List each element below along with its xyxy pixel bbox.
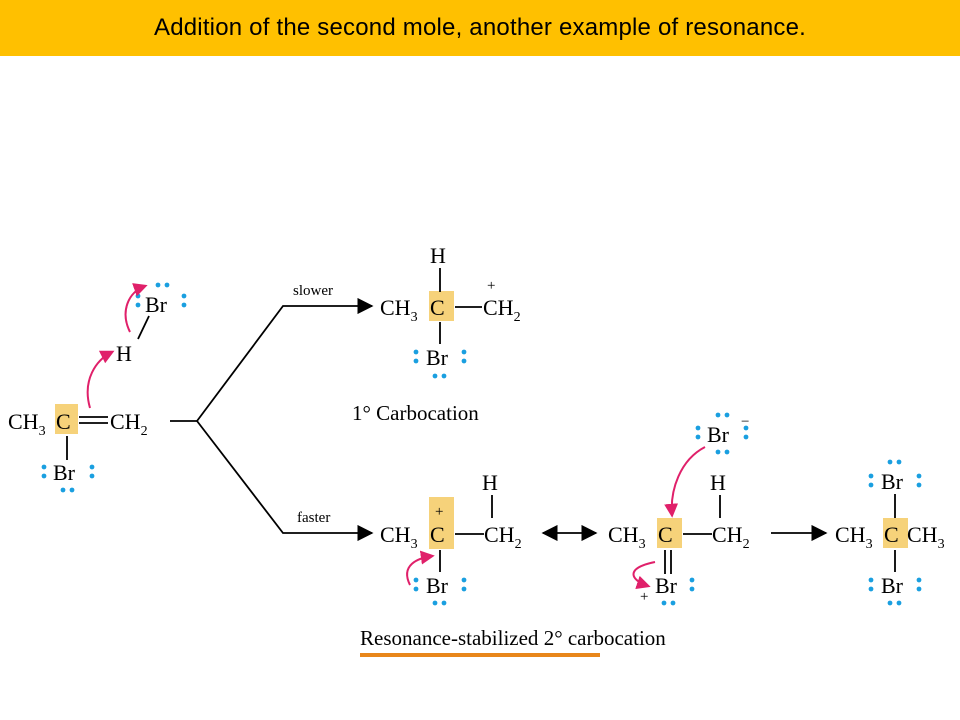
secondary-carbocation-a: + CH3 C H CH2 Br [380,470,522,606]
slide-title: Addition of the second mole, another exa… [153,14,806,41]
hbr-bromine: Br [145,292,168,317]
bromide-minus-charge: − [741,414,749,430]
title-bar: Addition of the second mole, another exa… [0,0,960,56]
slower-label: slower [293,283,333,299]
primary-br: Br [426,345,449,370]
curved-arrow-pi-to-h [86,350,115,409]
secondary-a-ch2: CH2 [484,522,522,552]
primary-ch2: CH2 [483,295,521,325]
faster-label: faster [297,510,330,526]
reactant-br-lone-pairs [41,464,95,493]
reactant-molecule: CH3 C CH2 Br H Br [8,282,187,493]
faster-path-arrow [196,420,374,542]
secondary-a-carbon: C [430,522,445,547]
product-ch3-right: CH3 [907,522,945,552]
secondary-b-br: Br [655,573,678,598]
secondary-b-br-lone-pairs [661,577,695,606]
curved-arrow-pi-to-br [632,561,656,590]
secondary-b-top-h: H [710,470,726,495]
reactant-br: Br [53,460,76,485]
bromide-ion: Br [707,422,730,447]
secondary-b-plus-charge: + [640,589,648,605]
hbr-hydrogen: H [116,341,132,366]
bromide-lone-pairs [695,412,749,455]
secondary-a-carbon-highlight [429,497,454,549]
secondary-a-br: Br [426,573,449,598]
product-top-br-lone-pairs [868,459,922,488]
product-carbon: C [884,522,899,547]
product-top-br: Br [881,469,904,494]
branch-arrows: slower faster [170,283,374,542]
secondary-b-ch2: CH2 [712,522,750,552]
slower-path-arrow [196,297,374,422]
resonance-caption: Resonance-stabilized 2° carbocation [360,626,666,650]
product-molecule: Br CH3 C CH3 Br [835,459,945,606]
resonance-caption-rest: 2° carbocation [538,626,666,650]
product-ch3-left: CH3 [835,522,873,552]
secondary-carbocation-b: CH3 C H CH2 Br + Br − [608,412,750,606]
secondary-b-carbon: C [658,522,673,547]
primary-top-h: H [430,243,446,268]
secondary-b-ch3: CH3 [608,522,646,552]
curved-arrow-lone-pair-to-bond [406,550,435,586]
primary-br-lone-pairs [413,349,467,379]
curved-arrow-bromide-attack [664,446,706,518]
secondary-a-ch3: CH3 [380,522,418,552]
primary-ch3: CH3 [380,295,418,325]
primary-carbocation: H CH3 C CH2 + Br 1° Carbocation [352,243,521,425]
reactant-carbon-highlight [55,404,78,434]
product-bottom-br: Br [881,573,904,598]
product-bottom-br-lone-pairs [868,577,922,606]
reactant-ch2: CH2 [110,409,148,439]
primary-plus-charge: + [487,278,495,294]
product-carbon-highlight [883,518,908,548]
resonance-caption-highlight: Resonance-stabilized [360,626,539,650]
primary-carbon-highlight [429,291,454,321]
reactant-ch3: CH3 [8,409,46,439]
primary-carbon: C [430,295,445,320]
secondary-a-br-lone-pairs [413,577,467,606]
secondary-b-carbon-highlight [657,518,682,548]
secondary-a-plus-charge: + [435,504,443,520]
reactant-carbon: C [56,409,71,434]
secondary-a-top-h: H [482,470,498,495]
hbr-bond [137,315,150,340]
primary-caption: 1° Carbocation [352,401,479,425]
curved-arrow-bond-to-br [124,283,148,333]
